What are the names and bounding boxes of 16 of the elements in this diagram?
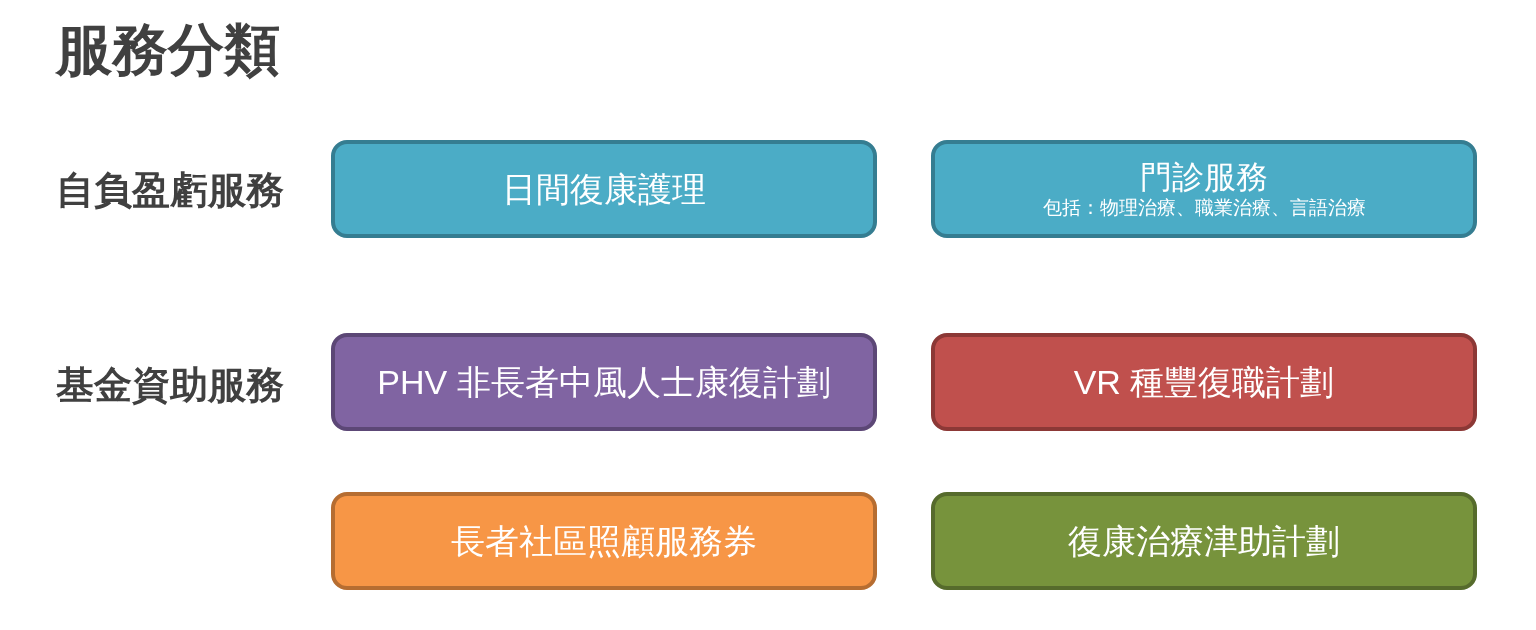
box-subtitle: 包括：物理治療、職業治療、言語治療: [1042, 196, 1366, 220]
row-heading: 基金資助服務: [56, 362, 284, 409]
page-title: 服務分類: [56, 16, 280, 84]
service-box: [331, 492, 877, 590]
box-title: 日間復康護理: [502, 169, 706, 210]
box-title: VR 種豐復職計劃: [1073, 362, 1335, 403]
service-box: [931, 333, 1477, 431]
service-box: [331, 140, 877, 238]
service-box: [931, 140, 1477, 238]
box-title: PHV 非長者中風人士康復計劃: [377, 362, 831, 403]
row-heading: 自負盈虧服務: [56, 167, 284, 214]
box-title: 長者社區照顧服務券: [451, 521, 757, 562]
box-title: 門診服務: [1140, 158, 1268, 196]
service-box: [331, 333, 877, 431]
box-title: 復康治療津助計劃: [1068, 521, 1340, 562]
service-box: [931, 492, 1477, 590]
